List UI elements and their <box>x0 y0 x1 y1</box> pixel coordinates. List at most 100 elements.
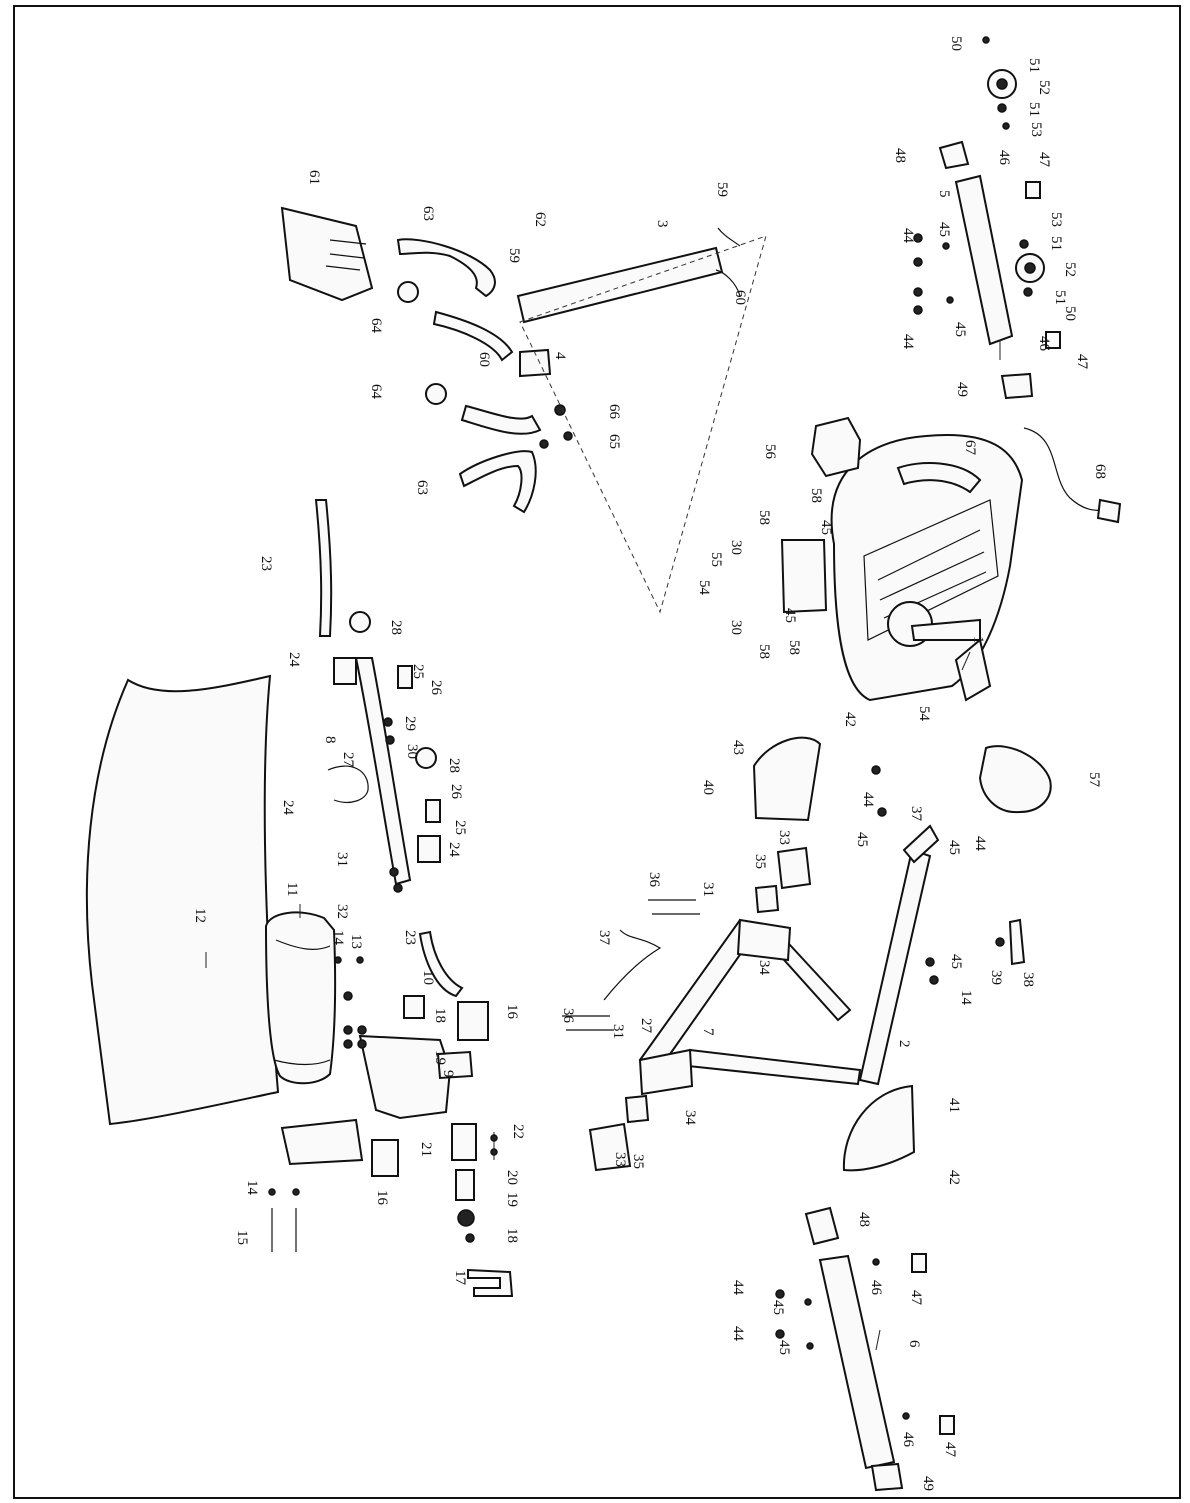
callout-58d: 58 <box>786 640 802 655</box>
leveler-38 <box>1008 918 1026 966</box>
callout-66: 66 <box>606 404 622 420</box>
callout-44e: 44 <box>730 1280 746 1296</box>
callout-24b: 24 <box>280 800 296 816</box>
frame-cross-tube <box>686 1048 862 1086</box>
assembly-guide-lines <box>519 235 767 614</box>
callout-64b: 64 <box>368 384 384 400</box>
callout-18a: 18 <box>432 1008 448 1023</box>
callout-27b: 27 <box>638 1018 654 1034</box>
callout-43: 43 <box>730 740 746 755</box>
callout-8: 8 <box>322 736 338 744</box>
frame-top-plate <box>736 918 792 962</box>
pedal-57 <box>978 745 1052 814</box>
callout-45i: 45 <box>776 1340 792 1355</box>
callout-40: 40 <box>700 780 716 795</box>
callout-54b: 54 <box>916 706 932 722</box>
seat-end-cap-16b <box>371 1139 399 1177</box>
callout-60a: 60 <box>476 352 492 367</box>
callout-45e: 45 <box>854 832 870 847</box>
callout-55: 55 <box>708 552 724 567</box>
callout-42a: 42 <box>842 712 858 727</box>
end-cap-49-rear <box>870 1462 904 1492</box>
callout-14a: 14 <box>330 930 346 946</box>
callout-57: 57 <box>1086 772 1102 788</box>
callout-45f: 45 <box>946 840 962 855</box>
callout-45d: 45 <box>782 608 798 623</box>
frame-bottom-plate <box>638 1048 694 1096</box>
callout-26a: 26 <box>428 680 444 696</box>
nut-39 <box>995 937 1005 947</box>
callout-47c: 47 <box>908 1290 924 1306</box>
sheet-frame <box>13 5 1181 1499</box>
callout-50a: 50 <box>948 36 964 51</box>
callout-67: 67 <box>962 440 978 456</box>
callout-22: 22 <box>510 1124 526 1139</box>
callout-46b: 46 <box>1036 336 1052 352</box>
knob-spring-19 <box>457 1209 475 1227</box>
handlebar-63-low <box>460 404 542 435</box>
callout-30a: 30 <box>404 744 420 759</box>
handle-cap-64b <box>425 383 447 405</box>
pulse-wire-27 <box>327 765 369 803</box>
callout-26b: 26 <box>448 784 464 800</box>
knob-sleeve-21 <box>451 1123 477 1161</box>
callout-44c: 44 <box>860 792 876 808</box>
callout-6: 6 <box>906 1340 922 1348</box>
callout-58b: 58 <box>808 488 824 503</box>
cap-35-left <box>624 1094 650 1124</box>
callout-65: 65 <box>606 434 622 449</box>
callout-51a: 51 <box>1026 58 1042 73</box>
callout-21: 21 <box>418 1142 434 1157</box>
callout-48a: 48 <box>892 148 908 163</box>
callout-54a: 54 <box>696 580 712 596</box>
callout-44b: 44 <box>900 334 916 350</box>
callout-13: 13 <box>348 934 364 949</box>
callout-34a: 34 <box>756 960 772 976</box>
callout-23a: 23 <box>258 556 274 571</box>
callout-37b: 37 <box>908 806 924 822</box>
cap-35-right <box>754 884 780 914</box>
callout-35a: 35 <box>752 854 768 869</box>
callout-15: 15 <box>234 1230 250 1245</box>
seat-adjust-knob <box>436 1050 474 1080</box>
callout-52a: 52 <box>1036 80 1052 95</box>
wire-60 <box>715 227 741 297</box>
handlebar-upright-3 <box>516 246 724 324</box>
console-61 <box>280 206 374 302</box>
callout-45a: 45 <box>936 222 952 237</box>
callout-30c: 30 <box>728 620 744 635</box>
callout-60b: 60 <box>732 290 748 305</box>
callout-56: 56 <box>762 444 778 460</box>
callout-46d: 46 <box>900 1432 916 1448</box>
callout-28a: 28 <box>388 620 404 635</box>
pedal-56 <box>810 416 862 478</box>
callout-9: 9 <box>440 1070 456 1078</box>
handle-clamp-24a <box>333 657 357 685</box>
callout-58c: 58 <box>756 644 772 659</box>
callout-41: 41 <box>946 1098 962 1113</box>
callout-1: 1 <box>970 636 986 644</box>
callout-50b: 50 <box>1062 306 1078 321</box>
callout-52b: 52 <box>1062 262 1078 277</box>
rear-handle-tube-23 <box>314 499 333 637</box>
callout-4: 4 <box>552 352 568 360</box>
callout-49a: 49 <box>954 382 970 397</box>
bolt-65 <box>563 431 573 441</box>
seat-cushion <box>264 911 337 1085</box>
handle-bracket-25b <box>425 799 441 823</box>
callout-23b: 23 <box>402 930 418 945</box>
callout-63a: 63 <box>420 206 436 221</box>
callout-14b: 14 <box>244 1180 260 1196</box>
callout-31c: 31 <box>610 1024 626 1039</box>
callout-24c: 24 <box>446 842 462 858</box>
seat-backrest <box>85 674 280 1126</box>
callout-53b: 53 <box>1048 212 1064 227</box>
callout-16a: 16 <box>504 1004 520 1020</box>
callout-51b: 51 <box>1026 102 1042 117</box>
end-cap-48-front <box>938 140 970 170</box>
callout-44f: 44 <box>730 1326 746 1342</box>
callout-44a: 44 <box>900 228 916 244</box>
foot-47-rear-a <box>911 1253 927 1273</box>
callout-46c: 46 <box>868 1280 884 1296</box>
callout-24a: 24 <box>286 652 302 668</box>
